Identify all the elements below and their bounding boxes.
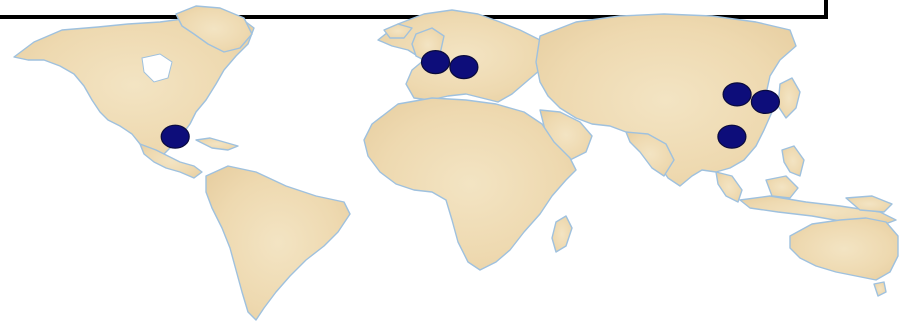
africa bbox=[363, 97, 577, 271]
south-america bbox=[205, 165, 351, 321]
philippines bbox=[781, 145, 805, 177]
marker-layer bbox=[160, 49, 781, 149]
india bbox=[625, 131, 675, 177]
iceland bbox=[383, 23, 413, 39]
location-marker-beijing[interactable] bbox=[722, 82, 752, 107]
location-marker-germany[interactable] bbox=[449, 54, 479, 80]
top-frame-border bbox=[0, 0, 828, 19]
greenland bbox=[175, 5, 253, 53]
location-marker-guangzhou[interactable] bbox=[717, 124, 747, 149]
japan bbox=[777, 77, 801, 119]
location-marker-united-kingdom[interactable] bbox=[420, 49, 451, 75]
central-america bbox=[139, 143, 203, 179]
australia bbox=[789, 217, 899, 281]
new-guinea bbox=[845, 195, 893, 213]
location-marker-korea[interactable] bbox=[750, 89, 781, 115]
southeast-asia bbox=[715, 171, 743, 203]
madagascar bbox=[551, 215, 573, 253]
borneo bbox=[765, 175, 799, 199]
caribbean-islands bbox=[195, 137, 239, 151]
north-america bbox=[13, 9, 255, 161]
tasmania bbox=[873, 281, 887, 297]
location-marker-mexico[interactable] bbox=[160, 124, 190, 149]
hudson-bay bbox=[141, 53, 173, 83]
